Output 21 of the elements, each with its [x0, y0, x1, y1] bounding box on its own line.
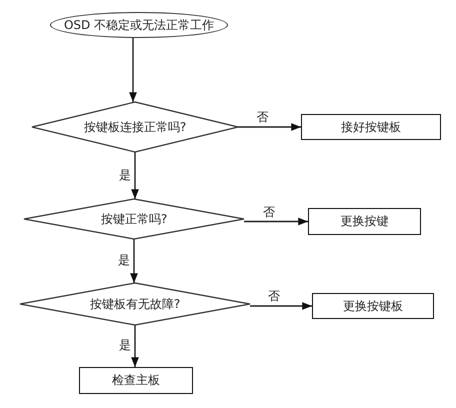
edge-label: 是 [118, 168, 132, 182]
edge-label: 是 [117, 254, 131, 267]
arrow [244, 218, 308, 226]
decision-diamond: 按键板有无故障? [20, 283, 250, 325]
arrow [129, 38, 137, 102]
decision-diamond: 按键正常吗? [24, 199, 244, 239]
process-box: 接好按键板 [301, 114, 441, 140]
edge-label: 是 [118, 339, 132, 352]
edge-label: 否 [262, 206, 276, 218]
process-box: 更换按键板 [312, 293, 434, 319]
edge-label: 否 [267, 290, 281, 303]
start-terminal: OSD 不稳定或无法正常工作 [50, 12, 228, 38]
process-box: 检查主板 [79, 367, 193, 394]
arrow [131, 152, 139, 199]
process-box: 更换按键 [308, 208, 421, 235]
decision-diamond: 按键板连接正常吗? [32, 102, 238, 152]
arrow [131, 325, 139, 367]
arrow [130, 239, 138, 283]
arrow [250, 302, 312, 310]
arrow [238, 123, 301, 131]
edge-label: 否 [256, 111, 270, 124]
